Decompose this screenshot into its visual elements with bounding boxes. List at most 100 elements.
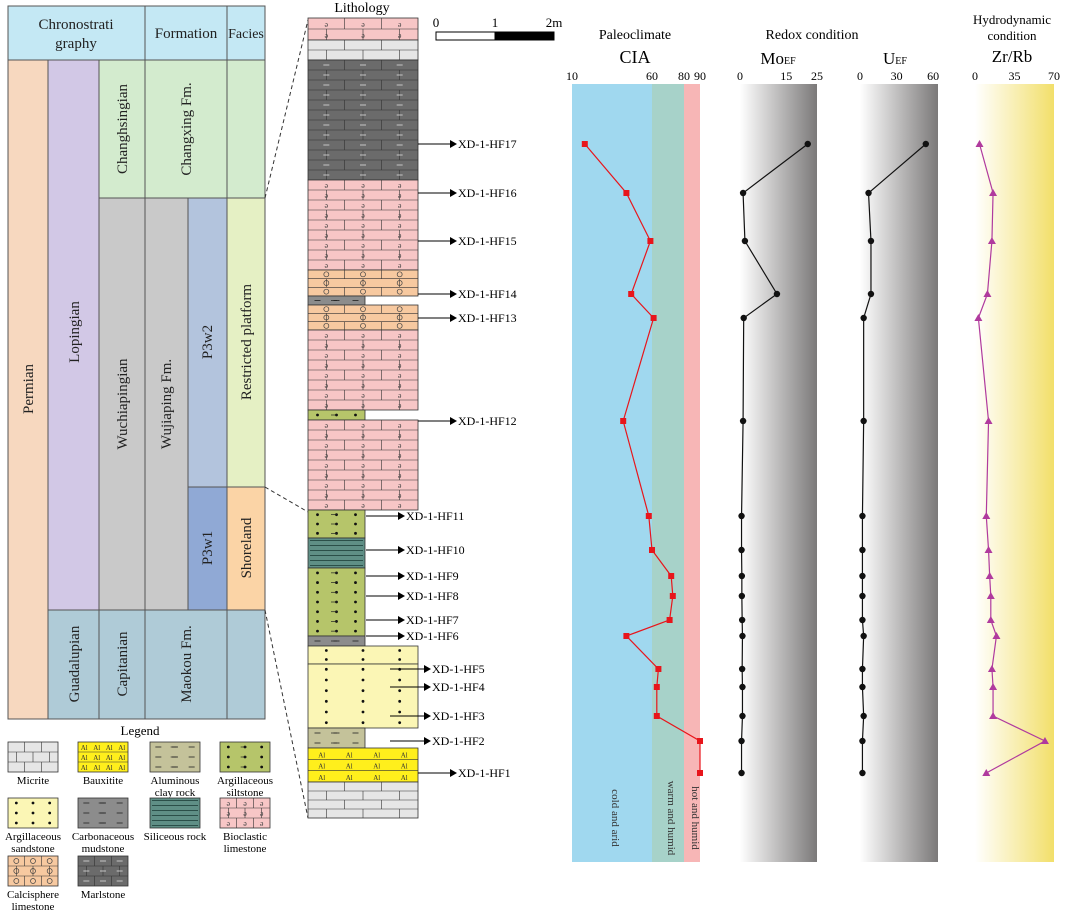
svg-text:ə: ə bbox=[398, 361, 402, 370]
cia-tick-label: 10 bbox=[566, 69, 578, 83]
svg-text:ə: ə bbox=[398, 481, 402, 490]
svg-text:ə: ə bbox=[398, 241, 402, 250]
scale-tick-1: 1 bbox=[492, 15, 499, 30]
svg-text:Al: Al bbox=[373, 774, 380, 782]
formation-maokou-cell bbox=[144, 609, 228, 720]
legend-item-micrite: Micrite bbox=[7, 741, 59, 787]
mo-point bbox=[739, 683, 746, 691]
svg-text:ə: ə bbox=[325, 201, 329, 210]
svg-text:ə: ə bbox=[398, 381, 402, 390]
cia-point bbox=[623, 190, 630, 196]
sample-arrow-head bbox=[398, 512, 405, 520]
svg-text:ə: ə bbox=[398, 251, 402, 260]
svg-text:ə: ə bbox=[361, 331, 365, 340]
sample-label: XD-1-HF5 bbox=[432, 662, 485, 676]
svg-text:ə: ə bbox=[325, 211, 329, 220]
zrrb-tick-label: 70 bbox=[1048, 69, 1060, 83]
svg-text:ə: ə bbox=[260, 819, 264, 828]
stage-capitanian-cell bbox=[98, 609, 146, 720]
lithology-layer-micrite bbox=[307, 781, 419, 819]
zrrb-point bbox=[982, 512, 991, 519]
sample-label: XD-1-HF4 bbox=[432, 680, 485, 694]
lithology-title: Lithology bbox=[334, 1, 389, 16]
cia-zone-1 bbox=[652, 84, 684, 862]
svg-text:Al: Al bbox=[346, 763, 353, 771]
svg-text:ə: ə bbox=[325, 441, 329, 450]
zrrb-background bbox=[975, 84, 1054, 862]
svg-text:ə: ə bbox=[398, 471, 402, 480]
redox-title: Redox condition bbox=[766, 28, 859, 43]
legend-label: limestone bbox=[12, 901, 55, 913]
hydro-title-line1: Hydrodynamic bbox=[973, 12, 1051, 27]
correlation-lines bbox=[264, 19, 309, 819]
mo-point bbox=[738, 546, 745, 554]
svg-text:ə: ə bbox=[361, 451, 365, 460]
sample-arrow-head bbox=[398, 616, 405, 624]
legend-label: Calcisphere bbox=[7, 889, 59, 901]
u-point bbox=[859, 737, 866, 745]
svg-text:ə: ə bbox=[398, 20, 402, 29]
mo-point bbox=[738, 769, 745, 777]
label-capitanian: Capitanian bbox=[115, 631, 131, 696]
header-chrono-line1: Chronostrati bbox=[39, 17, 114, 33]
mo-axis-label: MoEF bbox=[760, 49, 796, 68]
lithology-layer-marlstone bbox=[307, 59, 419, 181]
stratigraphy-labels: Chronostrati graphy Formation Facies Per… bbox=[21, 17, 264, 703]
svg-text:ə: ə bbox=[325, 351, 329, 360]
zrrb-tick-label: 0 bbox=[972, 69, 978, 83]
mo-tick-label: 25 bbox=[811, 69, 823, 83]
member-p3w2-cell bbox=[187, 197, 228, 488]
mo-point bbox=[739, 189, 747, 197]
lithology-layer-carb_mud bbox=[307, 635, 366, 647]
svg-text:ə: ə bbox=[361, 481, 365, 490]
mo-point bbox=[738, 572, 746, 580]
svg-text:ə: ə bbox=[361, 491, 365, 500]
svg-text:ə: ə bbox=[325, 261, 329, 270]
arg_sand-fill bbox=[307, 645, 419, 665]
svg-text:Al: Al bbox=[318, 751, 325, 759]
svg-text:Al: Al bbox=[373, 751, 380, 759]
zrrb-point bbox=[985, 572, 994, 579]
u-point bbox=[867, 290, 875, 298]
zrrb-point bbox=[986, 592, 995, 599]
cia-point bbox=[649, 547, 655, 553]
u-point bbox=[859, 512, 866, 520]
sample-arrow-head bbox=[424, 712, 431, 720]
svg-text:ə: ə bbox=[325, 241, 329, 250]
lithology-layer-arg_sand bbox=[307, 663, 419, 729]
system-permian-cell bbox=[7, 59, 49, 720]
svg-text:ə: ə bbox=[227, 799, 231, 808]
svg-text:ə: ə bbox=[325, 461, 329, 470]
cia-point bbox=[645, 513, 652, 519]
mo-point bbox=[738, 737, 745, 745]
mo-background bbox=[740, 84, 817, 862]
paleoclimate-title: Paleoclimate bbox=[599, 28, 671, 43]
aluminous-fill bbox=[307, 727, 366, 749]
cia-series bbox=[581, 141, 703, 776]
svg-text:ə: ə bbox=[243, 799, 247, 808]
lithology-layer-arg_silt bbox=[307, 409, 366, 421]
lithology-layer-calcisphere bbox=[307, 304, 419, 331]
svg-text:ə: ə bbox=[398, 351, 402, 360]
zrrb-point bbox=[983, 290, 992, 297]
cia-point bbox=[669, 593, 676, 599]
cia-zone-label: hot and humid bbox=[689, 786, 701, 850]
sample-label: XD-1-HF17 bbox=[458, 137, 517, 151]
svg-text:Al: Al bbox=[106, 744, 113, 752]
label-permian: Permian bbox=[21, 364, 37, 414]
u-point bbox=[859, 769, 866, 777]
cia-point bbox=[697, 770, 703, 776]
zrrb-series bbox=[974, 140, 1049, 776]
svg-text:ə: ə bbox=[398, 491, 402, 500]
svg-text:ə: ə bbox=[361, 401, 365, 410]
label-p3w1: P3w1 bbox=[200, 531, 216, 565]
zrrb-point bbox=[984, 546, 993, 553]
header-chrono-line2: graphy bbox=[55, 36, 97, 52]
legend-label: Bauxitite bbox=[83, 775, 123, 787]
